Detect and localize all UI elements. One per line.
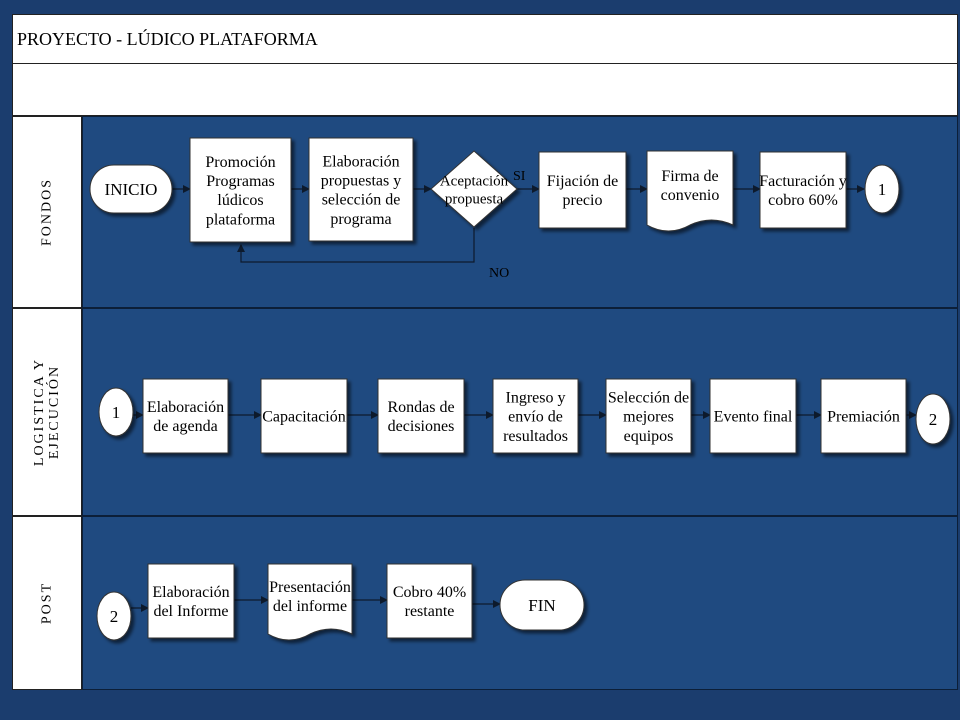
inicio-terminal-shape bbox=[89, 164, 173, 214]
seleccion-box-text-1: mejores bbox=[623, 409, 674, 426]
header-blank-row bbox=[12, 64, 958, 116]
promocion-box-shape bbox=[189, 137, 292, 243]
connector-1-out-shape bbox=[864, 164, 900, 214]
premiacion-box-text-0: Premiación bbox=[827, 409, 900, 426]
presentacion-doc-shape bbox=[267, 563, 353, 641]
seleccion-box-shape bbox=[605, 378, 692, 454]
seleccion-box-text-0: Selección de bbox=[608, 389, 689, 406]
rondas-box-text-1: decisiones bbox=[388, 418, 455, 435]
connector-1-in-text-0: 1 bbox=[112, 403, 121, 422]
no-label: NO bbox=[489, 266, 509, 281]
cobro-box: Cobro 40% restante bbox=[386, 563, 473, 639]
capacitacion-box-text-0: Capacitación bbox=[262, 409, 346, 426]
connector-2-out-shape bbox=[915, 393, 951, 445]
aceptacion-decision-shape bbox=[430, 150, 518, 228]
firma-doc-shape bbox=[646, 150, 734, 232]
connector-2-out-text-0: 2 bbox=[929, 410, 938, 429]
seleccion-box: Selección de mejores equipos bbox=[605, 378, 692, 454]
connector-1-in-shape bbox=[98, 387, 134, 437]
elaboracion-box-text-0: Elaboración bbox=[322, 153, 399, 170]
presentacion-doc: Presentación del informe bbox=[267, 563, 353, 641]
premiacion-box: Premiación bbox=[820, 378, 907, 454]
informe-box-shape bbox=[147, 563, 235, 639]
connector-1-out: 1 bbox=[864, 164, 900, 214]
connector-2-out: 2 bbox=[915, 393, 951, 445]
aceptacion-decision-text-0: Aceptación bbox=[440, 173, 509, 189]
fin-terminal-text-0: FIN bbox=[528, 596, 555, 615]
elaboracion-box-shape bbox=[308, 137, 414, 242]
rondas-box-text-0: Rondas de bbox=[387, 399, 454, 416]
ingreso-box: Ingreso y envío de resultados bbox=[492, 378, 579, 454]
fijacion-box-shape bbox=[538, 151, 627, 229]
elaboracion-box-text-1: propuestas y bbox=[321, 173, 401, 190]
promocion-box-text-0: Promoción bbox=[205, 154, 275, 171]
agenda-box-shape bbox=[142, 378, 229, 454]
evento-box-shape bbox=[709, 378, 797, 454]
header-bar: PROYECTO - LÚDICO PLATAFORMA bbox=[12, 14, 958, 64]
capacitacion-box: Capacitación bbox=[260, 378, 348, 454]
agenda-box-text-0: Elaboración bbox=[147, 399, 224, 416]
inicio-terminal: INICIO bbox=[89, 164, 173, 214]
lane-label-post: POST bbox=[12, 516, 82, 690]
fin-terminal: FIN bbox=[499, 579, 585, 631]
capacitacion-box-shape bbox=[260, 378, 348, 454]
rondas-box: Rondas de decisiones bbox=[377, 378, 465, 454]
agenda-box-text-1: de agenda bbox=[153, 418, 217, 435]
firma-doc: Firma de convenio bbox=[646, 150, 734, 232]
firma-doc-text-0: Firma de bbox=[661, 168, 718, 185]
informe-box-text-1: del Informe bbox=[153, 603, 228, 620]
elaboracion-box: Elaboración propuestas y selección de progr… bbox=[308, 137, 414, 242]
promocion-box-text-1: Programas bbox=[206, 173, 274, 190]
agenda-box: Elaboración de agenda bbox=[142, 378, 229, 454]
facturacion-box-shape bbox=[759, 151, 847, 229]
connector-2-in: 2 bbox=[96, 591, 132, 641]
aceptacion-decision-text-1: propuesta bbox=[445, 191, 504, 207]
informe-box: Elaboración del Informe bbox=[147, 563, 235, 639]
cobro-box-text-1: restante bbox=[405, 603, 455, 620]
seleccion-box-text-2: equipos bbox=[624, 428, 674, 445]
presentacion-doc-text-0: Presentación bbox=[269, 579, 351, 596]
ingreso-box-text-1: envío de bbox=[508, 409, 563, 426]
facturacion-box-text-0: Facturación y bbox=[759, 173, 847, 190]
ingreso-box-text-2: resultados bbox=[503, 428, 568, 445]
ingreso-box-text-0: Ingreso y bbox=[506, 389, 566, 406]
fijacion-box-text-1: precio bbox=[563, 192, 603, 209]
connector-2-in-text-0: 2 bbox=[110, 607, 119, 626]
evento-box: Evento final bbox=[709, 378, 797, 454]
cobro-box-shape bbox=[386, 563, 473, 639]
ingreso-box-shape bbox=[492, 378, 579, 454]
facturacion-box-text-1: cobro 60% bbox=[768, 192, 838, 209]
inicio-terminal-text-0: INICIO bbox=[105, 180, 158, 199]
cobro-box-text-0: Cobro 40% bbox=[393, 584, 466, 601]
fin-terminal-shape bbox=[499, 579, 585, 631]
elaboracion-box-text-3: programa bbox=[330, 211, 391, 228]
rondas-box-shape bbox=[377, 378, 465, 454]
promocion-box-text-3: plataforma bbox=[206, 211, 275, 228]
fijacion-box: Fijación de precio bbox=[538, 151, 627, 229]
promocion-box-text-2: lúdicos bbox=[217, 192, 263, 209]
firma-doc-text-1: convenio bbox=[661, 187, 720, 204]
informe-box-text-0: Elaboración bbox=[152, 584, 229, 601]
facturacion-box: Facturación y cobro 60% bbox=[759, 151, 847, 229]
si-label: SI bbox=[513, 169, 526, 184]
evento-box-text-0: Evento final bbox=[714, 409, 793, 426]
lane-label-logistica: LOGISTICA Y EJECUCIÓN bbox=[12, 308, 82, 516]
connector-1-in: 1 bbox=[98, 387, 134, 437]
arrow-no-loop bbox=[237, 228, 475, 263]
connector-1-out-text-0: 1 bbox=[878, 180, 887, 199]
premiacion-box-shape bbox=[820, 378, 907, 454]
page-title: PROYECTO - LÚDICO PLATAFORMA bbox=[17, 29, 318, 49]
connector-2-in-shape bbox=[96, 591, 132, 641]
aceptacion-decision: Aceptación propuesta bbox=[430, 150, 518, 228]
fijacion-box-text-0: Fijación de bbox=[547, 173, 619, 190]
lane-label-fondos: FONDOS bbox=[12, 116, 82, 308]
presentacion-doc-text-1: del informe bbox=[273, 598, 347, 615]
elaboracion-box-text-2: selección de bbox=[322, 192, 401, 209]
